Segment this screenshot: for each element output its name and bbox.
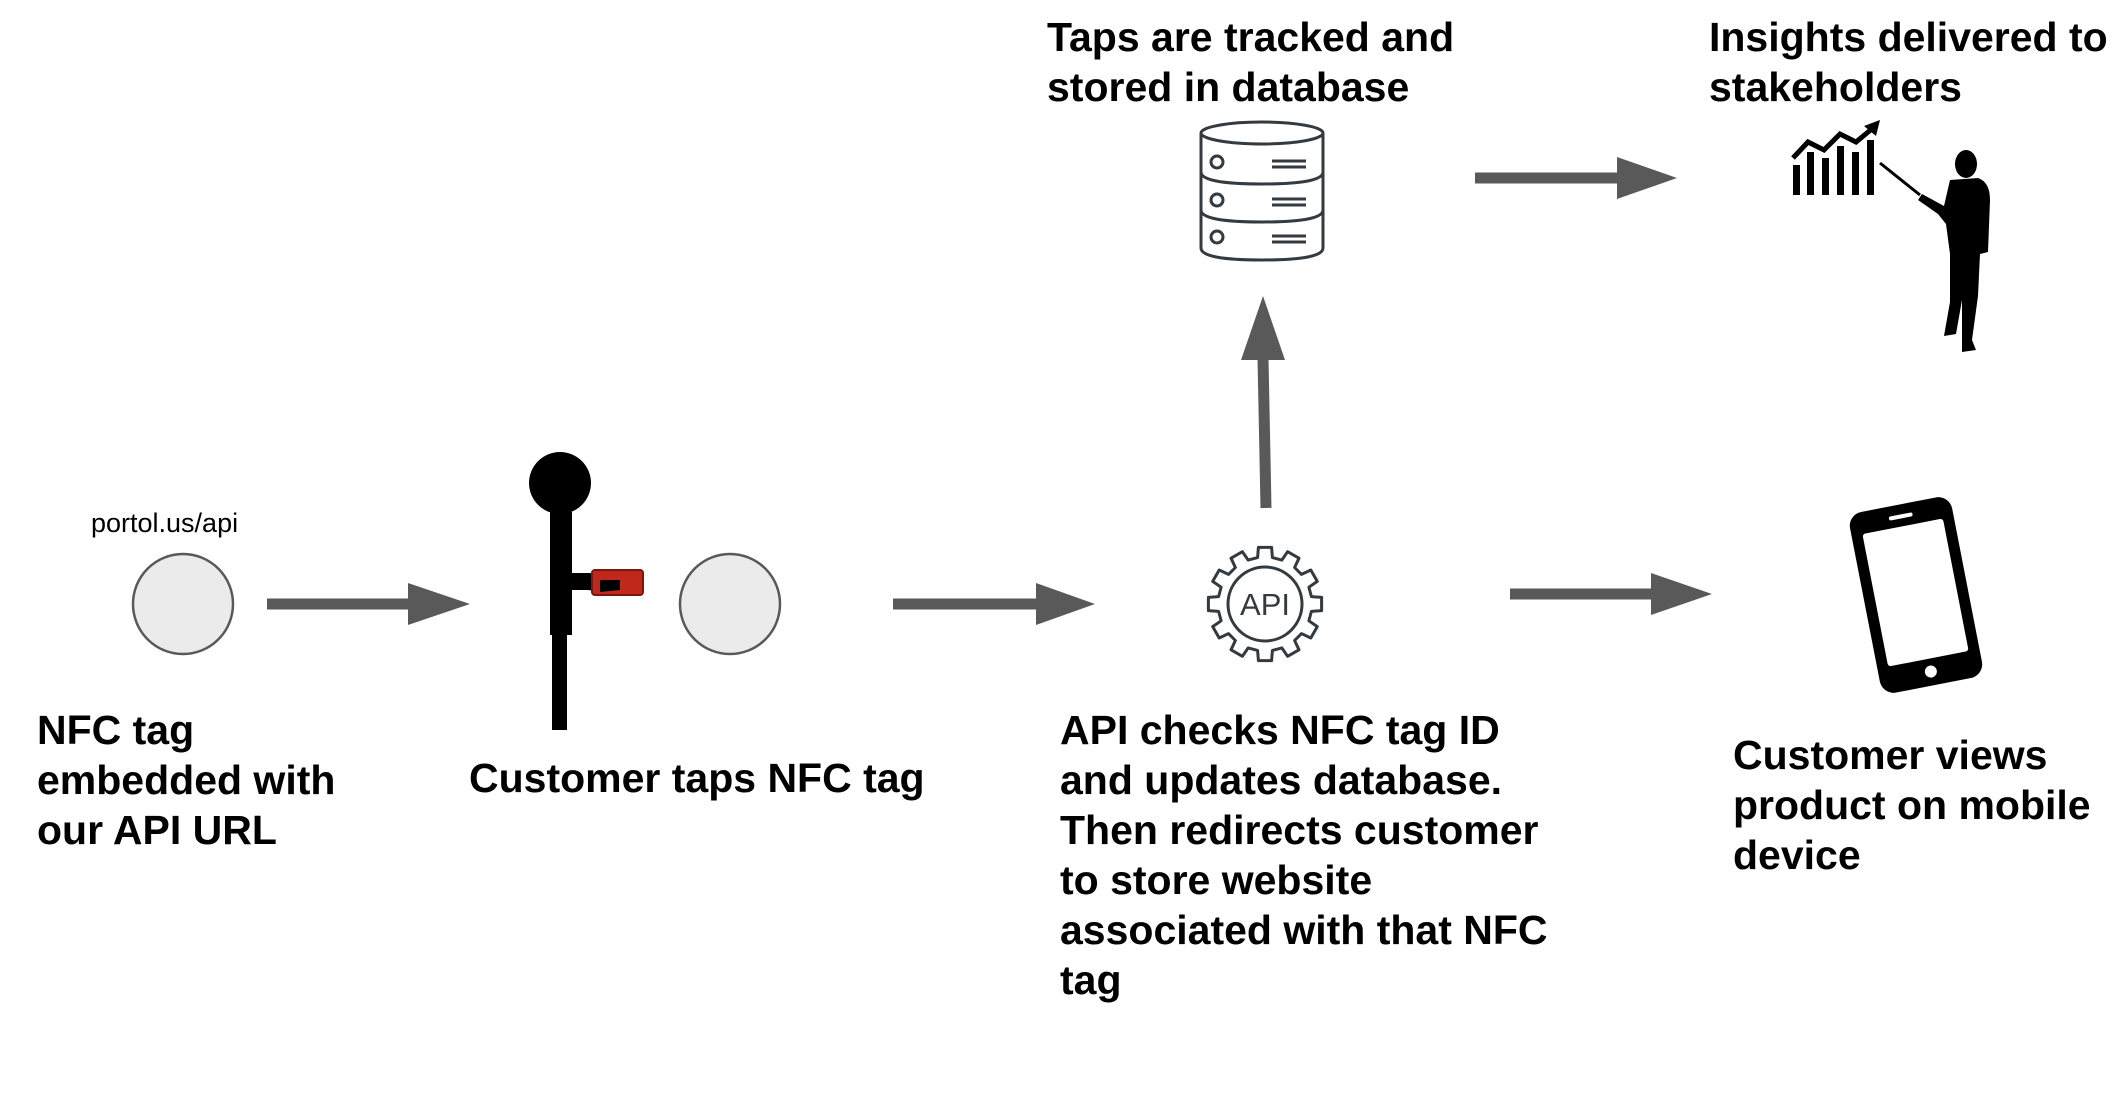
api-checks-label: API checks NFC tag ID and updates databa… bbox=[1060, 707, 1548, 1003]
api-icon-label: API bbox=[1240, 587, 1290, 622]
arrow-api-to-phone bbox=[1510, 573, 1712, 615]
taps-tracked-label: Taps are tracked and stored in database bbox=[1047, 14, 1455, 110]
arrow-customer-to-api bbox=[893, 583, 1095, 625]
nfc-tag-tapped-circle bbox=[678, 552, 782, 656]
arrow-database-to-insights bbox=[1475, 157, 1677, 199]
database-icon bbox=[1199, 120, 1325, 262]
nfc-tag-label: NFC tag embedded with our API URL bbox=[37, 707, 336, 853]
mobile-phone-icon bbox=[1849, 497, 1983, 693]
nfc-url-label: portol.us/api bbox=[91, 508, 239, 538]
arrow-api-to-database bbox=[1241, 296, 1285, 509]
api-gear-icon: API bbox=[1206, 545, 1324, 663]
customer-taps-label: Customer taps NFC tag bbox=[469, 755, 925, 801]
nfc-tag-circle bbox=[131, 552, 235, 656]
customer-views-label: Customer views product on mobile device bbox=[1733, 732, 2091, 878]
insights-label: Insights delivered to stakeholders bbox=[1709, 14, 2108, 110]
customer-figure-icon bbox=[529, 452, 644, 730]
arrow-nfc-to-customer bbox=[267, 583, 470, 625]
presenter-chart-icon bbox=[1791, 120, 1990, 352]
